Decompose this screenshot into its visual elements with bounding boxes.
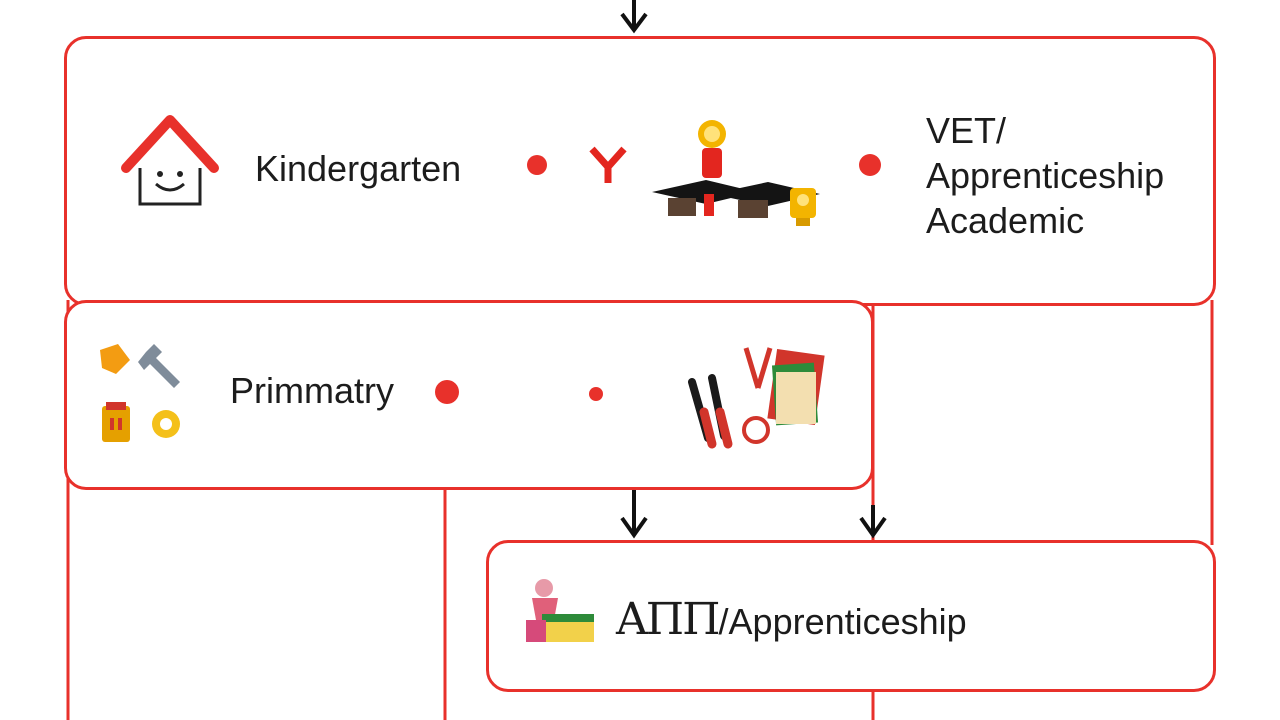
vet-apprenticeship-label: AΠΠ/Apprenticeship (616, 594, 967, 645)
label-line-apprenticeship: Apprenticeship (926, 155, 1165, 196)
middle-dot-left (435, 380, 459, 404)
arrow-head-bottom-right (859, 516, 887, 539)
tools-icon (100, 344, 180, 442)
arrow-head-bottom-left (620, 516, 648, 539)
top-box (64, 36, 1216, 306)
top-right-label: VET/ Apprenticeship Academic (926, 108, 1164, 243)
label-line-academic: Academic (926, 200, 1085, 241)
arrow-head-top (620, 12, 648, 34)
kindergarten-label: Kindergarten (255, 148, 462, 189)
label-line-vet: VET/ (926, 110, 1007, 151)
house-smiley-icon (121, 115, 219, 206)
student-at-desk-icon (526, 579, 594, 642)
label-prefix: AΠΠ (616, 594, 721, 645)
trophy-icon (790, 188, 816, 226)
top-dot-right (859, 154, 881, 176)
school-symbol-icon (589, 146, 627, 183)
middle-box (64, 300, 874, 490)
bottom-box (486, 540, 1216, 692)
label-suffix: /Apprenticeship (718, 601, 967, 642)
hand-tools-icon (688, 347, 825, 449)
middle-dot-right (589, 387, 603, 401)
graduation-caps-icon (652, 120, 820, 218)
primary-label: Primmatry (230, 370, 394, 411)
top-dot-left (527, 155, 547, 175)
